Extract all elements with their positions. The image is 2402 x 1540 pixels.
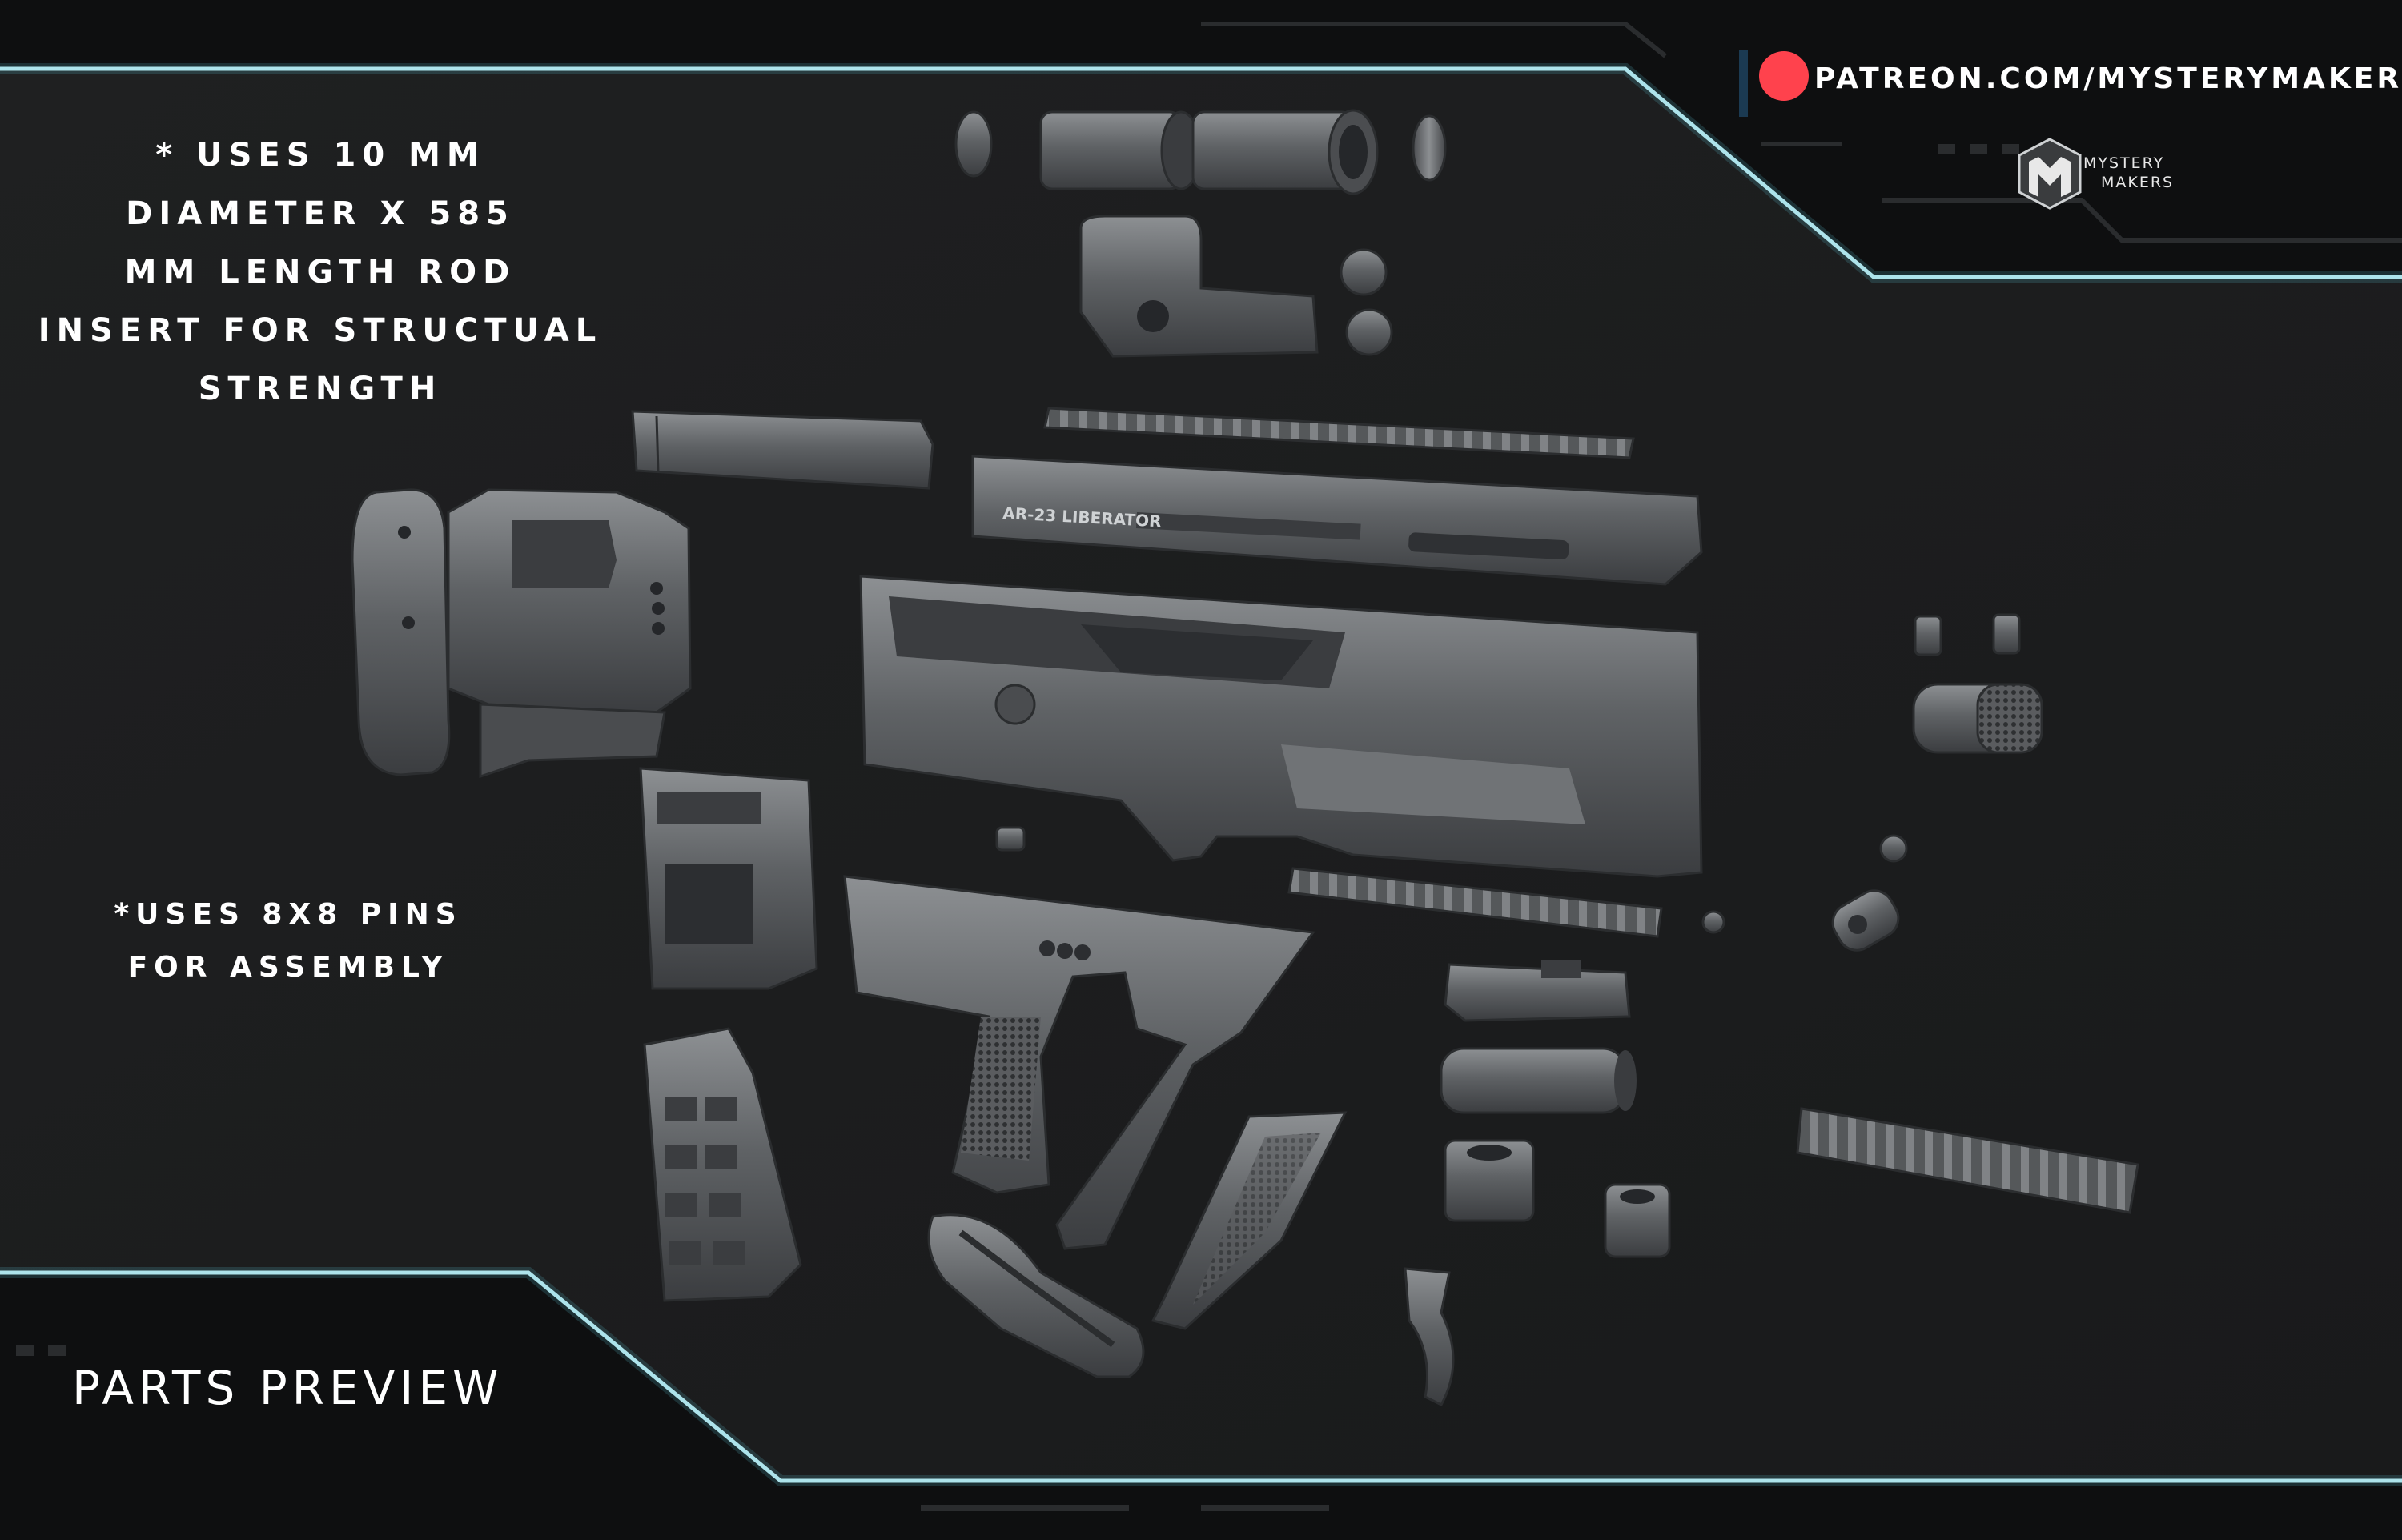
small-pin	[995, 826, 1026, 852]
frame-lines	[0, 66, 2402, 1483]
upper-receiver: AR-23 LIBERATOR	[971, 455, 1703, 586]
rod-note-line: insert for structual	[38, 312, 603, 349]
rod-note-line: diameter x 585	[126, 195, 515, 232]
magazine-well	[639, 767, 818, 990]
battery-cover	[631, 410, 934, 490]
knurled-muzzle	[1912, 683, 2043, 754]
rod-note-line: strength	[198, 371, 443, 407]
tech-decoration-top	[1201, 22, 2402, 243]
rod-note-line: mm length rod	[124, 254, 516, 291]
brand-name-line-1: MYSTERY	[2083, 154, 2165, 172]
trigger	[1404, 1267, 1455, 1406]
barrel-clamp-left	[1444, 1139, 1535, 1222]
muzzle-pins	[1914, 613, 2021, 656]
brand-name: MYSTERY MAKERS	[2083, 154, 2174, 192]
patreon-accent-bar	[1739, 50, 1748, 117]
tech-squares-top	[1938, 144, 2019, 154]
stock-body	[447, 488, 692, 779]
main-receiver	[859, 575, 1703, 878]
barrel-block	[1444, 960, 1631, 1022]
barrel-clamp-right	[1604, 1183, 1671, 1258]
scope-lens-cap	[954, 110, 993, 178]
butt-pad	[351, 488, 451, 776]
bolt-knob	[1831, 834, 1908, 952]
frame-glow	[0, 63, 2402, 1486]
tech-decoration-bottom	[16, 1345, 1329, 1511]
pins-assembly-note: *uses 8x8 pins for assembly	[64, 888, 512, 994]
magazine-release-clip	[927, 1213, 1145, 1378]
rod-insert-note: * uses 10 mm diameter x 585 mm length ro…	[32, 126, 609, 419]
scope-tube-rear	[1039, 110, 1202, 190]
rod-note-line: * uses 10 mm	[155, 137, 485, 174]
pins-note-line: for assembly	[127, 951, 449, 984]
lower-rail	[1287, 867, 1663, 938]
brand-name-line-2: MAKERS	[2101, 174, 2175, 191]
page-title: PARTS PREVIEW	[72, 1361, 504, 1415]
scope-tube-front	[1191, 109, 1379, 195]
scope-knobs	[1340, 248, 1393, 356]
patreon-link[interactable]: PATREON.COM/MYSTERYMAKERS	[1814, 62, 2402, 95]
patreon-icon[interactable]	[1759, 51, 1809, 101]
mystery-makers-logo-icon	[2018, 138, 2082, 210]
small-nut	[1701, 910, 1725, 934]
foregrip-insert	[1151, 1111, 1348, 1330]
scope-mount	[1079, 215, 1319, 358]
magazine	[643, 1027, 802, 1302]
side-rail	[1796, 1107, 2139, 1214]
pins-note-line: *uses 8x8 pins	[114, 898, 463, 931]
skull-emblem-icon	[994, 684, 1036, 725]
top-rail	[1043, 407, 1635, 459]
scope-lens-front	[1412, 114, 1447, 182]
lower-receiver-grip	[843, 875, 1315, 1250]
barrel-tube	[1440, 1047, 1637, 1114]
